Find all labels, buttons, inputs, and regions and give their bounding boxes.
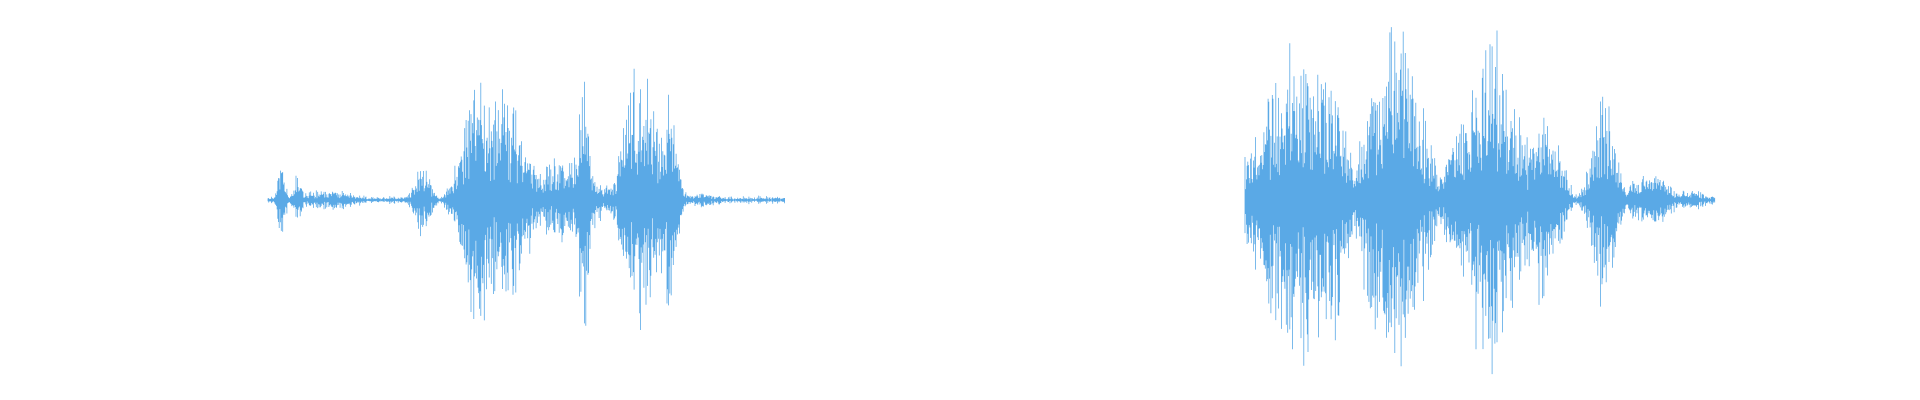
waveform-clip-1 <box>267 68 785 330</box>
waveform-clip-2 <box>1244 27 1716 375</box>
waveform-trace <box>267 68 785 330</box>
waveform-trace <box>1244 27 1716 375</box>
